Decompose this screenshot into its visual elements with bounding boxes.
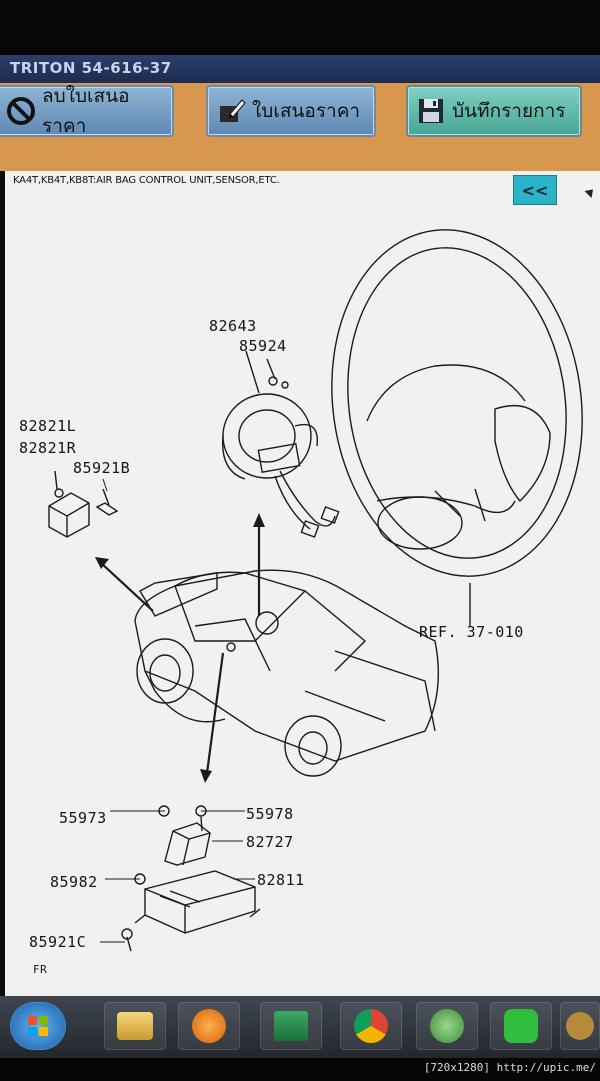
part-85921C[interactable]: 85921C [29,933,87,951]
excel-glyph [274,1011,308,1041]
quotation-label: ใบเสนอราคา [252,100,361,122]
taskbar [0,996,600,1058]
clock-spring-drawing [221,350,340,538]
folder-glyph [117,1012,153,1040]
quotation-button[interactable]: ใบเสนอราคา [206,85,376,137]
parts-diagram-panel: KA4T,KB4T,KB8T:AIR BAG CONTROL UNIT,SENS… [5,171,600,996]
screen-bezel [0,0,600,55]
chrome-glyph [354,1009,388,1043]
no-entry-icon [7,97,35,125]
pen-note-icon [220,99,246,122]
part-85924[interactable]: 85924 [239,337,287,355]
save-list-label: บันทึกรายการ [452,100,566,122]
start-orb-icon[interactable] [10,1002,66,1050]
floppy-disk-icon [419,99,443,123]
watermark: [720x1280] http://upic.me/ [423,1061,596,1074]
pointer-arrows [100,521,261,774]
media-player-icon[interactable] [178,1002,240,1050]
footer-bar [0,1058,600,1081]
extra-app-icon[interactable] [560,1002,600,1050]
part-82643[interactable]: 82643 [209,317,257,335]
steering-wheel-drawing [331,229,583,626]
part-82821R[interactable]: 82821R [19,439,77,457]
chrome-icon[interactable] [340,1002,402,1050]
part-55978[interactable]: 55978 [246,805,294,823]
part-85921B[interactable]: 85921B [73,459,131,477]
parts-diagram [48,229,583,952]
truck-drawing [134,569,439,777]
toolbar: ลบใบเสนอราคา ใบเสนอราคา บันทึกรายการ [0,83,600,171]
media-glyph [192,1009,226,1043]
delete-quotation-label: ลบใบเสนอราคา [42,85,130,137]
breadcrumb: KA4T,KB4T,KB8T:AIR BAG CONTROL UNIT,SENS… [13,175,280,186]
line-glyph [504,1009,538,1043]
part-85982[interactable]: 85982 [50,873,98,891]
part-82821L[interactable]: 82821L [19,417,77,435]
phone-icon[interactable] [416,1002,478,1050]
extra-glyph [566,1012,594,1040]
excel-icon[interactable] [260,1002,322,1050]
phone-glyph [430,1009,464,1043]
part-55973[interactable]: 55973 [59,809,107,827]
delete-quotation-button[interactable]: ลบใบเสนอราคา [0,85,174,137]
front-indicator: FR [33,963,48,976]
windows-logo-icon [28,1016,48,1036]
save-list-button[interactable]: บันทึกรายการ [406,85,582,137]
folder-icon[interactable] [104,1002,166,1050]
collapse-button[interactable]: << [513,175,557,205]
leader-lines [100,478,255,943]
part-82811[interactable]: 82811 [257,871,305,889]
side-sensor-drawing [48,470,119,538]
window-title: TRITON 54-616-37 [0,55,600,83]
part-82727[interactable]: 82727 [246,833,294,851]
line-app-icon[interactable] [490,1002,552,1050]
reference-37-010[interactable]: REF. 37-010 [419,623,524,641]
